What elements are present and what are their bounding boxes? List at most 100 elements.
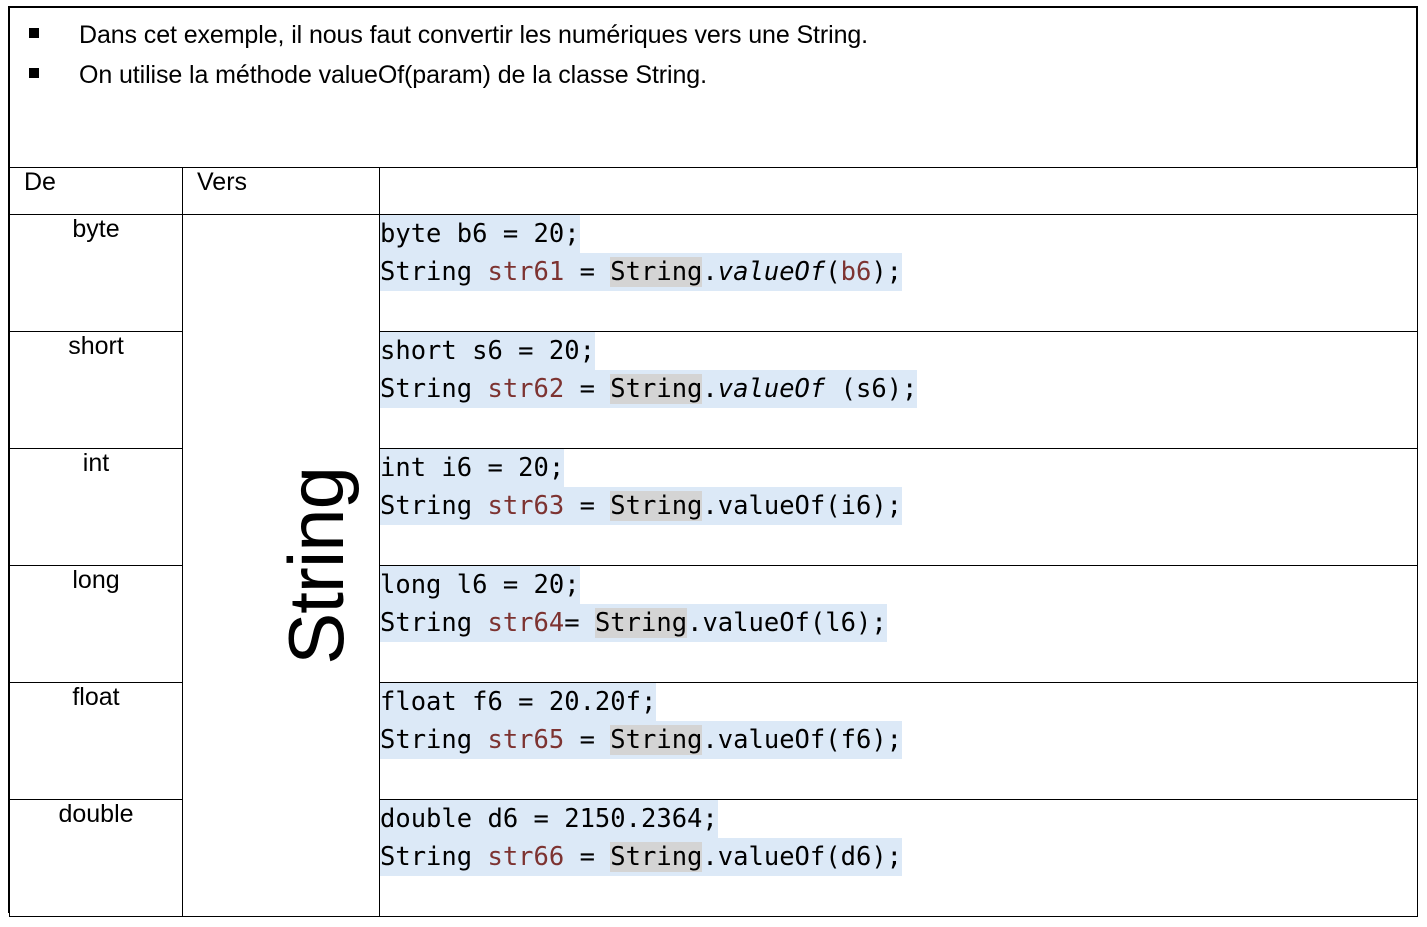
vertical-string-label-wrapper: String bbox=[183, 215, 379, 916]
code-snippet: double d6 = 2150.2364;String str66 = Str… bbox=[380, 800, 1417, 876]
bullet-square-icon bbox=[29, 28, 39, 38]
code-paren-open: ( bbox=[825, 491, 841, 521]
column-header-from-label: De bbox=[24, 168, 56, 196]
code-class-string: String bbox=[610, 257, 703, 287]
code-argument: s6 bbox=[855, 374, 887, 404]
code-variable-name: str63 bbox=[487, 491, 565, 521]
code-snippet-cell: float f6 = 20.20f;String str65 = String.… bbox=[379, 682, 1418, 800]
code-dot: . bbox=[687, 608, 703, 638]
code-line-declaration: float f6 = 20.20f; bbox=[380, 683, 657, 721]
to-type-cell: String bbox=[182, 214, 380, 917]
code-dot: . bbox=[702, 374, 718, 404]
code-variable-name: str62 bbox=[487, 374, 565, 404]
from-type-label: byte bbox=[72, 215, 120, 243]
code-line-conversion: String str61 = String.valueOf(b6); bbox=[380, 253, 903, 291]
code-line-declaration: double d6 = 2150.2364; bbox=[380, 800, 718, 838]
bullet-list: Dans cet exemple, il nous faut convertir… bbox=[10, 8, 1416, 96]
code-method-valueof: valueOf bbox=[717, 374, 826, 404]
from-type-label: short bbox=[68, 332, 124, 360]
column-header-to: Vers bbox=[182, 167, 380, 215]
code-paren-open: ( bbox=[825, 374, 856, 404]
code-dot: . bbox=[702, 257, 718, 287]
code-paren-close: ); bbox=[871, 842, 903, 872]
table-header: De Vers bbox=[9, 167, 1418, 215]
from-type-cell: double bbox=[9, 799, 183, 917]
code-keyword-string: String bbox=[380, 257, 488, 287]
code-argument: d6 bbox=[840, 842, 872, 872]
code-line-declaration: int i6 = 20; bbox=[380, 449, 565, 487]
code-variable-name: str61 bbox=[487, 257, 565, 287]
column-header-code bbox=[379, 167, 1418, 215]
code-assign-operator: = bbox=[564, 374, 611, 404]
code-snippet: int i6 = 20;String str63 = String.valueO… bbox=[380, 449, 1417, 525]
code-snippet-cell: long l6 = 20;String str64= String.valueO… bbox=[379, 565, 1418, 683]
code-snippet: long l6 = 20;String str64= String.valueO… bbox=[380, 566, 1417, 642]
code-assign-operator: = bbox=[564, 725, 611, 755]
code-variable-name: str66 bbox=[487, 842, 565, 872]
code-paren-open: ( bbox=[825, 842, 841, 872]
code-paren-close: ); bbox=[871, 257, 903, 287]
code-paren-open: ( bbox=[825, 725, 841, 755]
code-dot: . bbox=[702, 491, 718, 521]
code-snippet: short s6 = 20;String str62 = String.valu… bbox=[380, 332, 1417, 408]
code-method-valueof: valueOf bbox=[717, 725, 826, 755]
code-snippet-cell: short s6 = 20;String str62 = String.valu… bbox=[379, 331, 1418, 449]
code-keyword-string: String bbox=[380, 725, 488, 755]
from-type-cell: short bbox=[9, 331, 183, 449]
code-snippet: float f6 = 20.20f;String str65 = String.… bbox=[380, 683, 1417, 759]
code-assign-operator: = bbox=[564, 608, 595, 638]
code-method-valueof: valueOf bbox=[702, 608, 810, 638]
code-snippet-cell: double d6 = 2150.2364;String str66 = Str… bbox=[379, 799, 1418, 917]
from-type-cell: long bbox=[9, 565, 183, 683]
from-type-cell: byte bbox=[9, 214, 183, 332]
code-class-string: String bbox=[610, 491, 703, 521]
code-dot: . bbox=[702, 842, 718, 872]
code-class-string: String bbox=[594, 608, 688, 638]
bullet-text: On utilise la méthode valueOf(param) de … bbox=[79, 61, 707, 89]
code-argument: b6 bbox=[840, 257, 872, 287]
code-line-declaration: short s6 = 20; bbox=[380, 332, 595, 370]
column-header-to-label: Vers bbox=[197, 168, 248, 196]
code-line-declaration: byte b6 = 20; bbox=[380, 215, 580, 253]
code-line-conversion: String str62 = String.valueOf (s6); bbox=[380, 370, 918, 408]
table-row: double double d6 = 2150.2364; String str66… bbox=[9, 799, 1418, 917]
code-snippet-cell: byte b6 = 20;String str61 = String.value… bbox=[379, 214, 1418, 332]
code-keyword-string: String bbox=[380, 842, 488, 872]
code-keyword-string: String bbox=[380, 374, 488, 404]
from-type-cell: float bbox=[9, 682, 183, 800]
slide-page: Dans cet exemple, il nous faut convertir… bbox=[8, 6, 1418, 917]
code-argument: f6 bbox=[840, 725, 872, 755]
code-paren-open: ( bbox=[825, 257, 841, 287]
code-line-conversion: String str64= String.valueOf(l6); bbox=[380, 604, 887, 642]
code-snippet-cell: int i6 = 20;String str63 = String.valueO… bbox=[379, 448, 1418, 566]
code-line-conversion: String str63 = String.valueOf(i6); bbox=[380, 487, 903, 525]
list-item: Dans cet exemple, il nous faut convertir… bbox=[10, 16, 1416, 56]
table-header-row: De Vers bbox=[9, 167, 1418, 215]
code-argument: l6 bbox=[825, 608, 856, 638]
table-row: long long l6 = 20;String str64= String.va… bbox=[9, 565, 1418, 683]
code-class-string: String bbox=[610, 374, 703, 404]
code-variable-name: str65 bbox=[487, 725, 565, 755]
from-type-label: float bbox=[72, 683, 120, 711]
code-method-valueof: valueOf bbox=[717, 842, 826, 872]
code-assign-operator: = bbox=[564, 257, 611, 287]
code-paren-open: ( bbox=[809, 608, 826, 638]
column-header-from: De bbox=[9, 167, 183, 215]
bullet-text: Dans cet exemple, il nous faut convertir… bbox=[79, 21, 869, 49]
code-snippet: byte b6 = 20;String str61 = String.value… bbox=[380, 215, 1417, 291]
code-keyword-string: String bbox=[380, 491, 488, 521]
code-method-valueof: valueOf bbox=[717, 491, 826, 521]
code-argument: i6 bbox=[840, 491, 872, 521]
vertical-string-label: String bbox=[272, 466, 360, 665]
code-dot: . bbox=[702, 725, 718, 755]
code-paren-close: ); bbox=[871, 725, 903, 755]
from-type-label: int bbox=[82, 449, 110, 477]
code-method-valueof: valueOf bbox=[717, 257, 826, 287]
code-class-string: String bbox=[610, 842, 703, 872]
bullet-square-icon bbox=[29, 68, 39, 78]
from-type-label: double bbox=[58, 800, 134, 828]
